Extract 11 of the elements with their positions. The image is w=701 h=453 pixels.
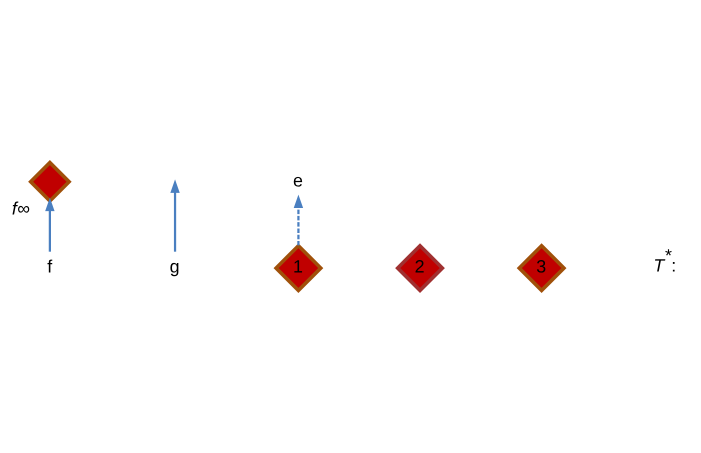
node-text: f [47, 256, 52, 277]
node-label: f∞ [12, 198, 30, 218]
node-text: e [293, 170, 304, 190]
node-text: g [170, 256, 180, 277]
node-diamond: 3 [516, 243, 566, 293]
node-diamond: 1 [274, 243, 324, 293]
arrow [294, 194, 304, 246]
node-diamond: 2 [395, 243, 445, 293]
node-diamond [28, 160, 72, 204]
arrow [170, 179, 180, 252]
arrow [45, 198, 55, 252]
